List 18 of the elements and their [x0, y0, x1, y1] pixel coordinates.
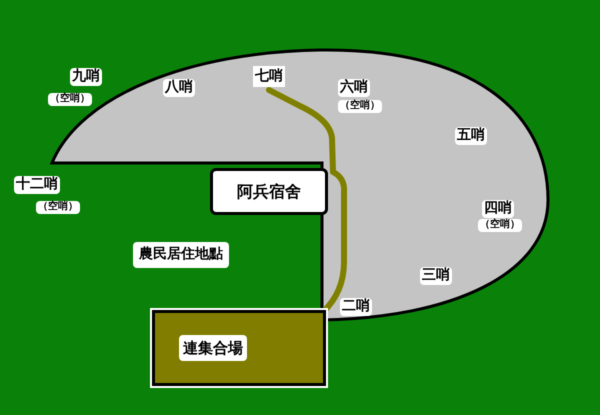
- area-label: 六哨: [338, 79, 370, 96]
- area-label: 二哨: [340, 298, 372, 316]
- node-label: 阿兵宿舍: [237, 180, 301, 202]
- area-label: （空哨）: [36, 201, 80, 214]
- barracks-box: [210, 168, 328, 215]
- area-label: （空哨）: [338, 100, 382, 112]
- area-label: 五哨: [455, 127, 487, 144]
- node-label: 連集合場: [179, 334, 247, 362]
- area-label: 農民居住地點: [133, 242, 229, 268]
- area-label: 十二哨: [14, 176, 60, 194]
- assembly-area-box: [152, 310, 326, 386]
- area-label: （空哨）: [48, 93, 92, 106]
- area-label: 三哨: [420, 267, 452, 284]
- area-label: （空哨）: [478, 219, 522, 232]
- area-label: 四哨: [482, 200, 514, 218]
- node-label: 七哨: [253, 66, 285, 86]
- area-label: 八哨: [163, 79, 195, 96]
- area-label: 九哨: [70, 68, 102, 86]
